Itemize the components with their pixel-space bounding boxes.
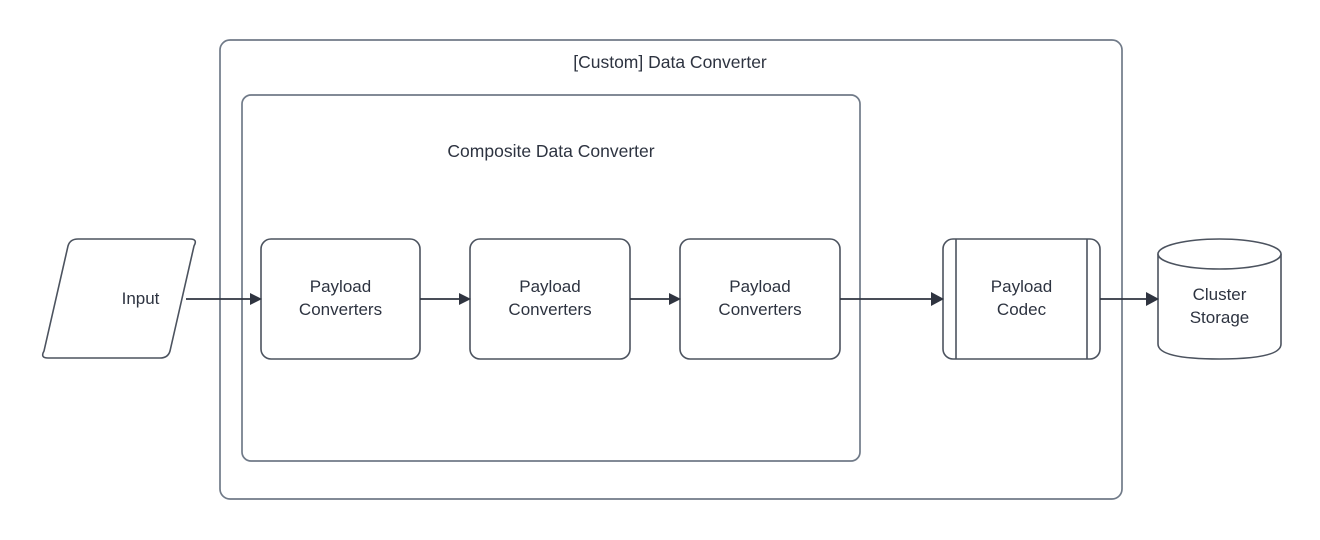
node-payload-codec-shape[interactable] [942, 238, 1101, 360]
node-cluster-storage-shape[interactable] [1157, 253, 1282, 360]
edge-pc3-to-codec [840, 292, 944, 306]
edge-input-to-pc1 [186, 293, 262, 305]
node-payload-converters-3-shape[interactable] [679, 238, 841, 360]
node-payload-converters-1-shape[interactable] [260, 238, 421, 360]
container-custom-data-converter[interactable] [219, 39, 1123, 500]
node-payload-converters-2-shape[interactable] [469, 238, 631, 360]
edge-pc2-to-pc3 [630, 293, 681, 305]
container-composite-data-converter[interactable] [241, 94, 861, 462]
edge-pc1-to-pc2 [420, 293, 471, 305]
node-input-shape[interactable] [41, 238, 197, 359]
edge-codec-to-storage [1100, 292, 1159, 306]
cluster-storage-top-ellipse [1157, 238, 1282, 270]
